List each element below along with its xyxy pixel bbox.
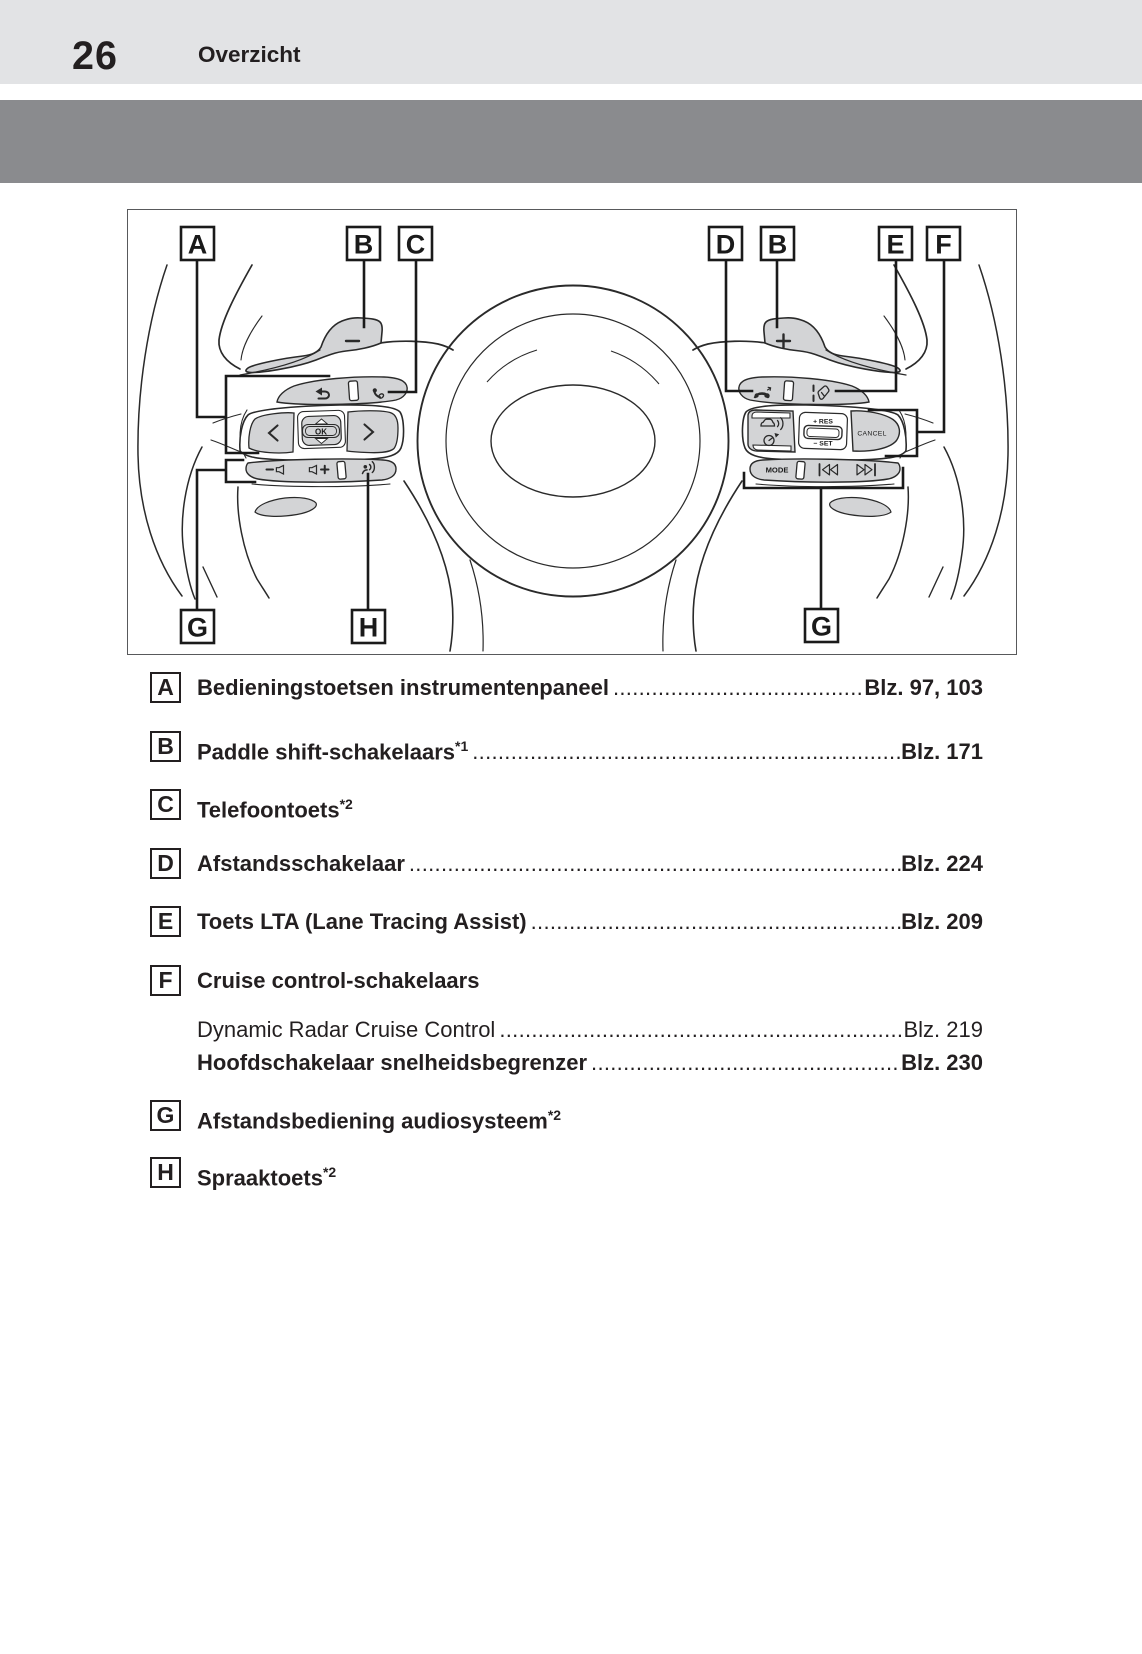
svg-text:E: E (886, 230, 904, 260)
svg-text:C: C (406, 230, 426, 260)
svg-text:CANCEL: CANCEL (857, 431, 886, 438)
svg-text:MODE: MODE (766, 466, 789, 475)
svg-text:D: D (716, 230, 736, 260)
svg-text:B: B (768, 230, 788, 260)
svg-text:H: H (359, 613, 379, 643)
svg-text:OK: OK (315, 427, 327, 436)
svg-text:− SET: − SET (813, 441, 833, 448)
svg-text:G: G (811, 612, 832, 642)
svg-text:F: F (935, 230, 952, 260)
svg-text:G: G (187, 613, 208, 643)
svg-text:B: B (354, 230, 374, 260)
svg-text:+ RES: + RES (813, 419, 833, 426)
svg-text:A: A (188, 230, 208, 260)
